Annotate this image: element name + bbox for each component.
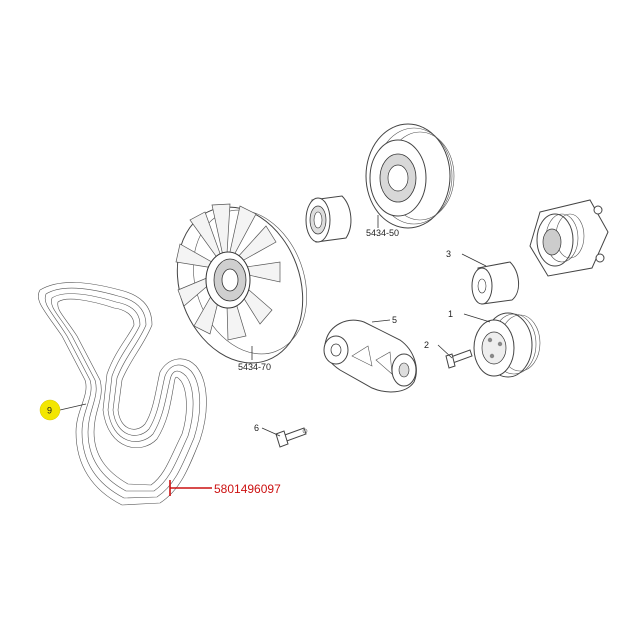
bolt-6[interactable] — [275, 427, 308, 448]
part-number-label[interactable]: 5801496097 — [214, 482, 281, 496]
water-pump[interactable] — [529, 199, 609, 277]
bearing-spacer[interactable] — [305, 195, 352, 243]
idler-pulley-3[interactable] — [471, 261, 519, 305]
ref-1-leader — [463, 313, 491, 323]
ref-6-label: 6 — [254, 423, 259, 433]
belt-leader-line — [59, 403, 87, 411]
crank-pulley-code: 5434-50 — [366, 228, 399, 238]
ref-5-leader — [371, 319, 391, 323]
ref-3-label: 3 — [446, 249, 451, 259]
belt-tensioner[interactable] — [323, 319, 417, 393]
idler-pulley-1[interactable] — [473, 312, 541, 378]
ref-6-leader — [261, 427, 281, 437]
fan-pulley[interactable] — [156, 189, 326, 380]
ref-2-leader — [437, 344, 453, 359]
ref-5-label: 5 — [392, 315, 397, 325]
ref-9-badge — [39, 399, 61, 421]
crank-pulley[interactable] — [365, 123, 455, 229]
ref-9-label: 9 — [47, 406, 52, 416]
ref-2-label: 2 — [424, 340, 429, 350]
serpentine-belt[interactable] — [38, 282, 207, 506]
ref-1-label: 1 — [448, 309, 453, 319]
ref-3-leader — [461, 253, 487, 267]
bolt-2[interactable] — [445, 349, 473, 369]
fan-pulley-code: 5434-70 — [238, 362, 271, 372]
